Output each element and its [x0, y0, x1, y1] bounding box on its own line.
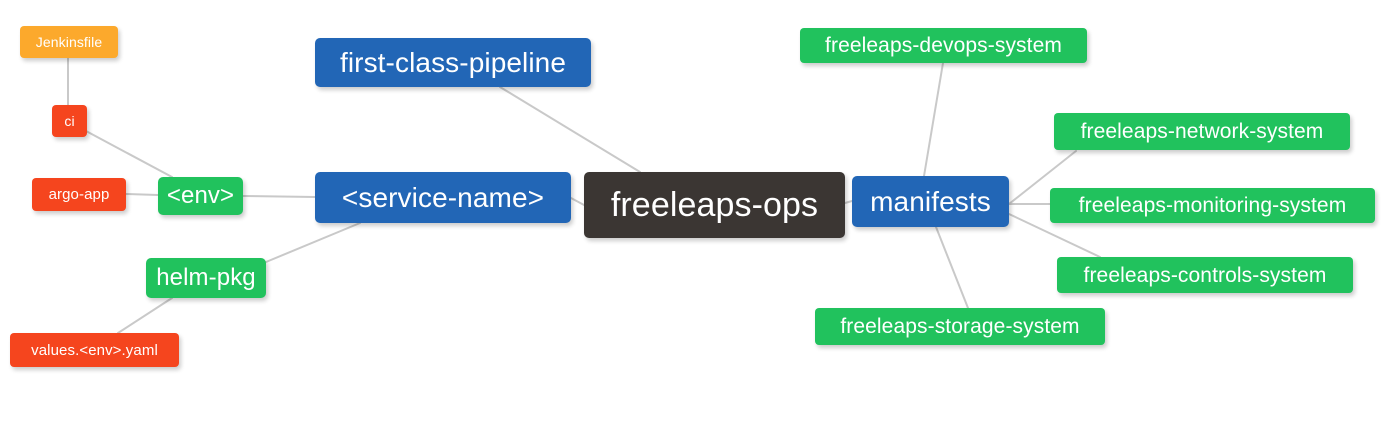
node-freeleaps-network-system[interactable]: freeleaps-network-system [1054, 113, 1350, 150]
edge-freeleaps-ops-to-first-class-pipeline [499, 86, 641, 173]
node-label: Jenkinsfile [35, 34, 103, 50]
edge-manifests-to-freeleaps-devops-system [923, 62, 944, 177]
edge-freeleaps-ops-to-manifests [844, 200, 853, 204]
edge-env-to-argo-app [125, 193, 159, 196]
node-manifests[interactable]: manifests [852, 176, 1009, 227]
node-freeleaps-ops[interactable]: freeleaps-ops [584, 172, 845, 238]
node-jenkinsfile[interactable]: Jenkinsfile [20, 26, 118, 58]
node-label: freeleaps-network-system [1080, 120, 1324, 143]
node-label: manifests [870, 185, 991, 217]
node-label: first-class-pipeline [339, 46, 567, 78]
node-service-name[interactable]: <service-name> [315, 172, 571, 223]
node-label: <service-name> [341, 181, 545, 213]
node-freeleaps-storage-system[interactable]: freeleaps-storage-system [815, 308, 1105, 345]
edge-helm-pkg-to-values-env-yaml [117, 297, 173, 334]
node-label: helm-pkg [156, 264, 256, 291]
node-label: freeleaps-storage-system [840, 315, 1080, 338]
node-ci[interactable]: ci [52, 105, 87, 137]
node-label: values.<env>.yaml [31, 341, 158, 359]
node-env[interactable]: <env> [158, 177, 243, 215]
edge-manifests-to-freeleaps-storage-system [935, 226, 969, 309]
edge-env-to-ci [85, 130, 173, 178]
node-values-env-yaml[interactable]: values.<env>.yaml [10, 333, 179, 367]
node-freeleaps-monitoring-system[interactable]: freeleaps-monitoring-system [1050, 188, 1375, 223]
edge-service-name-to-helm-pkg [265, 222, 361, 263]
node-label: freeleaps-controls-system [1083, 263, 1327, 287]
edge-service-name-to-env [242, 195, 316, 198]
node-argo-app[interactable]: argo-app [32, 178, 126, 211]
node-label: freeleaps-devops-system [825, 34, 1062, 57]
node-label: ci [64, 113, 75, 129]
node-freeleaps-controls-system[interactable]: freeleaps-controls-system [1057, 257, 1353, 293]
node-first-class-pipeline[interactable]: first-class-pipeline [315, 38, 591, 87]
node-helm-pkg[interactable]: helm-pkg [146, 258, 266, 298]
edge-freeleaps-ops-to-service-name [570, 197, 585, 206]
node-label: argo-app [48, 186, 110, 203]
node-label: freeleaps-ops [610, 186, 819, 224]
node-label: freeleaps-monitoring-system [1078, 194, 1347, 217]
node-freeleaps-devops-system[interactable]: freeleaps-devops-system [800, 28, 1087, 63]
node-label: <env> [166, 182, 235, 209]
